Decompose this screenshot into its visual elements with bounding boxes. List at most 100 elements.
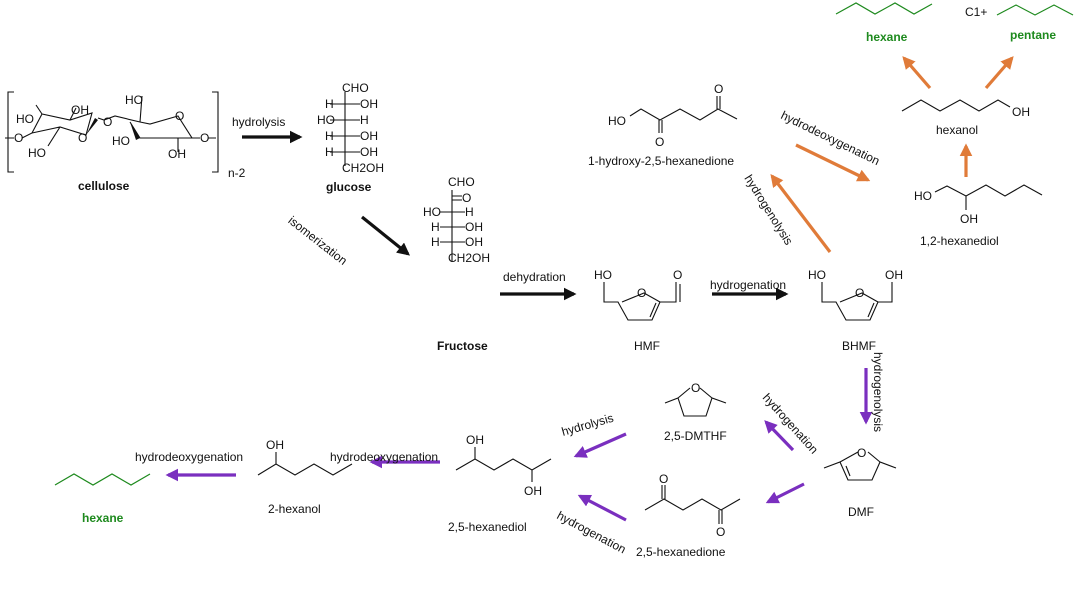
hexanediol25-label: 2,5-hexanediol bbox=[448, 520, 527, 534]
pentane-label: pentane bbox=[1010, 28, 1056, 42]
hydrogenation-arrow-diol bbox=[577, 494, 627, 522]
hydrogenation-label: hydrogenation bbox=[710, 278, 786, 292]
atom-label: H bbox=[431, 235, 440, 249]
atom-label: HO bbox=[914, 189, 932, 203]
fructose-label: Fructose bbox=[437, 339, 488, 353]
atom-label: H bbox=[325, 97, 334, 111]
hexanol-to-hexane-arrow bbox=[902, 56, 932, 90]
atom-label: OH bbox=[71, 103, 89, 117]
atom-label: O bbox=[655, 135, 664, 149]
hydrogenolysis-purple-label: hydrogenolysis bbox=[871, 352, 885, 432]
hydrogenation-arrow-dmthf bbox=[764, 420, 795, 452]
atom-label: H bbox=[325, 129, 334, 143]
hydrodeoxygenation-hexanol-label: hydrodeoxygenation bbox=[135, 450, 243, 464]
glucose-label: glucose bbox=[326, 180, 372, 194]
hmf-structure: HO O O bbox=[594, 268, 682, 321]
hexanediol25-structure: OH OH bbox=[455, 433, 552, 498]
atom-label: HO bbox=[112, 134, 130, 148]
atom-label: HO bbox=[608, 114, 626, 128]
atom-label: O bbox=[714, 82, 723, 96]
atom-label: HO bbox=[594, 268, 612, 282]
hexanol-label: hexanol bbox=[936, 123, 978, 137]
isomerization-arrow bbox=[360, 215, 410, 256]
hydrolysis-arrow-purple bbox=[573, 432, 627, 458]
atom-label: O bbox=[673, 268, 682, 282]
atom-label: O bbox=[659, 472, 668, 486]
atom-label: HO bbox=[16, 112, 34, 126]
hydroxyhexanedione-label: 1-hydroxy-2,5-hexanedione bbox=[588, 154, 734, 168]
pentane-structure bbox=[996, 4, 1074, 16]
atom-label: H bbox=[325, 145, 334, 159]
atom-label: HO bbox=[808, 268, 826, 282]
dmthf-structure: O bbox=[664, 381, 727, 417]
atom-label: O bbox=[103, 115, 112, 129]
hydrogenation-arrow-dione bbox=[765, 482, 805, 504]
dmf-structure: O bbox=[823, 446, 897, 481]
atom-label: CHO bbox=[448, 175, 475, 189]
atom-label: O bbox=[855, 286, 864, 300]
atom-label: OH bbox=[960, 212, 978, 226]
atom-label: OH bbox=[465, 220, 483, 234]
atom-label: O bbox=[14, 131, 23, 145]
hydrogenolysis-label: hydrogenolysis bbox=[741, 172, 795, 247]
hexanedione25-label: 2,5-hexanedione bbox=[636, 545, 726, 559]
atom-label: OH bbox=[524, 484, 542, 498]
hexanol-to-pentane-arrow bbox=[984, 56, 1014, 90]
atom-label: CHO bbox=[342, 81, 369, 95]
atom-label: O bbox=[175, 109, 184, 123]
dehydration-label: dehydration bbox=[503, 270, 566, 284]
hexane-top-label: hexane bbox=[866, 30, 908, 44]
atom-label: HO bbox=[317, 113, 335, 127]
atom-label: H bbox=[431, 220, 440, 234]
hydrodeoxygenation-diol-label: hydrodeoxygenation bbox=[330, 450, 438, 464]
hexane-top-structure bbox=[835, 2, 933, 15]
atom-label: OH bbox=[360, 129, 378, 143]
atom-label: H bbox=[360, 113, 369, 127]
hydrodeoxygenation-label: hydrodeoxygenation bbox=[779, 108, 882, 168]
atom-label: HO bbox=[125, 93, 143, 107]
atom-label: OH bbox=[885, 268, 903, 282]
repeat-unit-label: n-2 bbox=[228, 166, 246, 180]
hydroxyhexanedione-structure: HO O O bbox=[608, 82, 738, 149]
atom-label: HO bbox=[28, 146, 46, 160]
hexanol2-structure: OH bbox=[257, 438, 353, 476]
hydrolysis-label: hydrolysis bbox=[232, 115, 285, 129]
dmf-label: DMF bbox=[848, 505, 874, 519]
hexanediol12-label: 1,2-hexanediol bbox=[920, 234, 999, 248]
cellulose-label: cellulose bbox=[78, 179, 130, 193]
atom-label: OH bbox=[360, 97, 378, 111]
hexanol2-label: 2-hexanol bbox=[268, 502, 321, 516]
hexane-bottom-structure bbox=[54, 473, 151, 486]
c1-label: C1+ bbox=[965, 5, 987, 19]
atom-label: OH bbox=[168, 147, 186, 161]
atom-label: CH2OH bbox=[448, 251, 490, 265]
atom-label: OH bbox=[1012, 105, 1030, 119]
cellulose-structure: HO OH HO O O O HO HO OH O O bbox=[5, 91, 219, 173]
hydrolysis-purple-label: hydrolysis bbox=[560, 411, 615, 439]
atom-label: OH bbox=[466, 433, 484, 447]
atom-label: OH bbox=[360, 145, 378, 159]
atom-label: O bbox=[857, 446, 866, 460]
hexanol-structure: OH bbox=[901, 99, 1030, 119]
atom-label: O bbox=[691, 381, 700, 395]
atom-label: CH2OH bbox=[342, 161, 384, 175]
atom-label: O bbox=[637, 286, 646, 300]
hexanedione25-structure: O O bbox=[644, 472, 741, 539]
bhmf-structure: HO O OH bbox=[808, 268, 903, 321]
atom-label: O bbox=[200, 131, 209, 145]
hydrodeoxygenation-arrow-orange bbox=[795, 143, 871, 182]
atom-label: O bbox=[716, 525, 725, 539]
bhmf-label: BHMF bbox=[842, 339, 876, 353]
hydrogenolysis-arrow-orange bbox=[770, 173, 832, 253]
atom-label: OH bbox=[465, 235, 483, 249]
atom-label: O bbox=[78, 131, 87, 145]
dmthf-label: 2,5-DMTHF bbox=[664, 429, 727, 443]
atom-label: H bbox=[465, 205, 474, 219]
hexane-bottom-label: hexane bbox=[82, 511, 124, 525]
atom-label: O bbox=[462, 191, 471, 205]
hexanediol12-structure: HO OH bbox=[914, 184, 1043, 226]
